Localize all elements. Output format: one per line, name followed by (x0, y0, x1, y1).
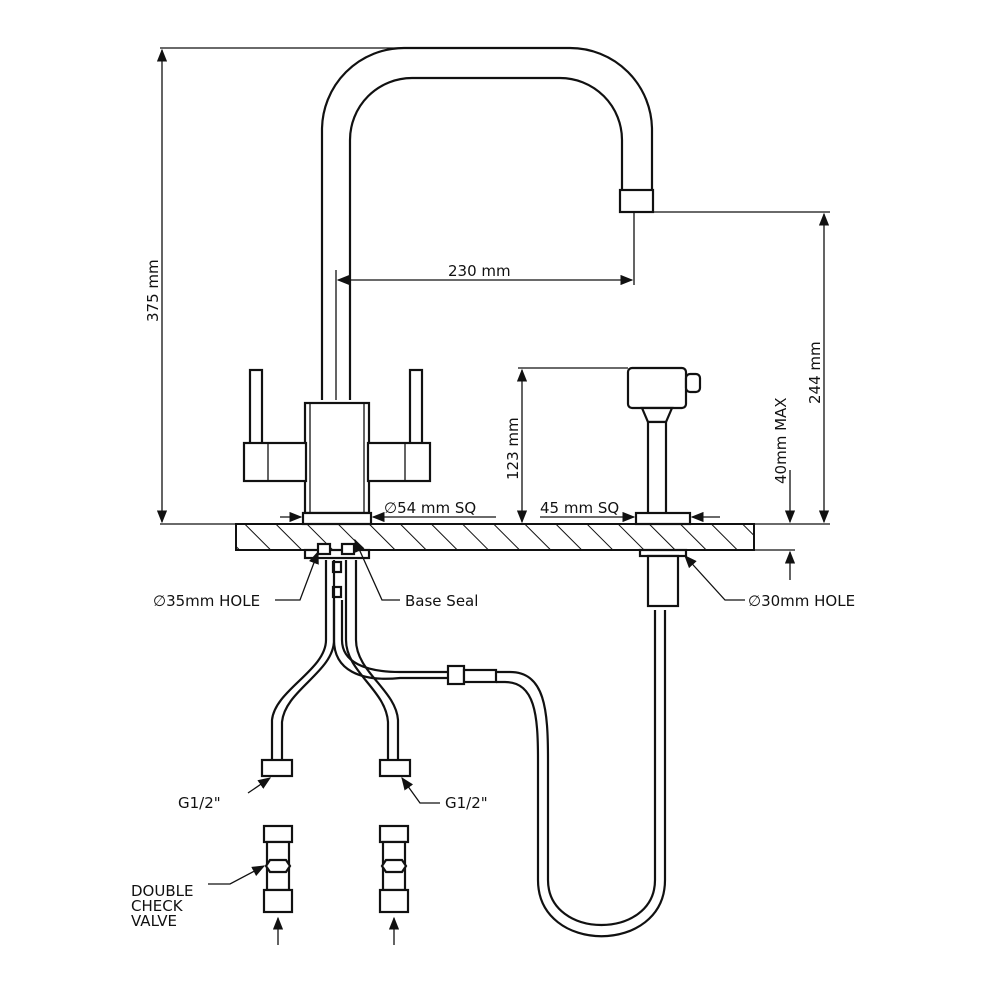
inlet-right-label: G1/2" (445, 794, 488, 812)
spray-height-label: 123 mm (504, 417, 522, 480)
right-inlet-nut (378, 758, 412, 778)
spray-base-label: 45 mm SQ (540, 499, 619, 517)
spout-height-label: 244 mm (806, 341, 824, 404)
left-inlet-nut (260, 758, 294, 778)
dimension-lines (156, 47, 830, 885)
right-check-valve (378, 824, 410, 914)
spray-hole-label: ∅30mm HOLE (748, 592, 855, 610)
spout (320, 46, 655, 400)
left-check-valve (262, 824, 294, 914)
inlet-left-label: G1/2" (178, 794, 221, 812)
spray-head (626, 366, 702, 608)
tap-base-label: ∅54 mm SQ (384, 499, 476, 517)
valve-label-3: VALVE (131, 912, 177, 930)
valve-label-1: DOUBLE (131, 882, 193, 900)
reach-label: 230 mm (448, 262, 511, 280)
height-total-label: 375 mm (144, 259, 162, 322)
base-seal-label: Base Seal (405, 592, 478, 610)
deck-thickness-label: 40mm MAX (772, 397, 790, 484)
left-lever (248, 368, 264, 450)
spray-hose (496, 610, 667, 938)
worktop (235, 523, 755, 551)
tap-hole-label: ∅35mm HOLE (153, 592, 260, 610)
tap-fixings (260, 542, 498, 778)
valve-label-2: CHECK (131, 897, 184, 915)
right-lever (408, 368, 424, 450)
tap-body (242, 368, 432, 526)
double-check-valves (262, 824, 410, 945)
